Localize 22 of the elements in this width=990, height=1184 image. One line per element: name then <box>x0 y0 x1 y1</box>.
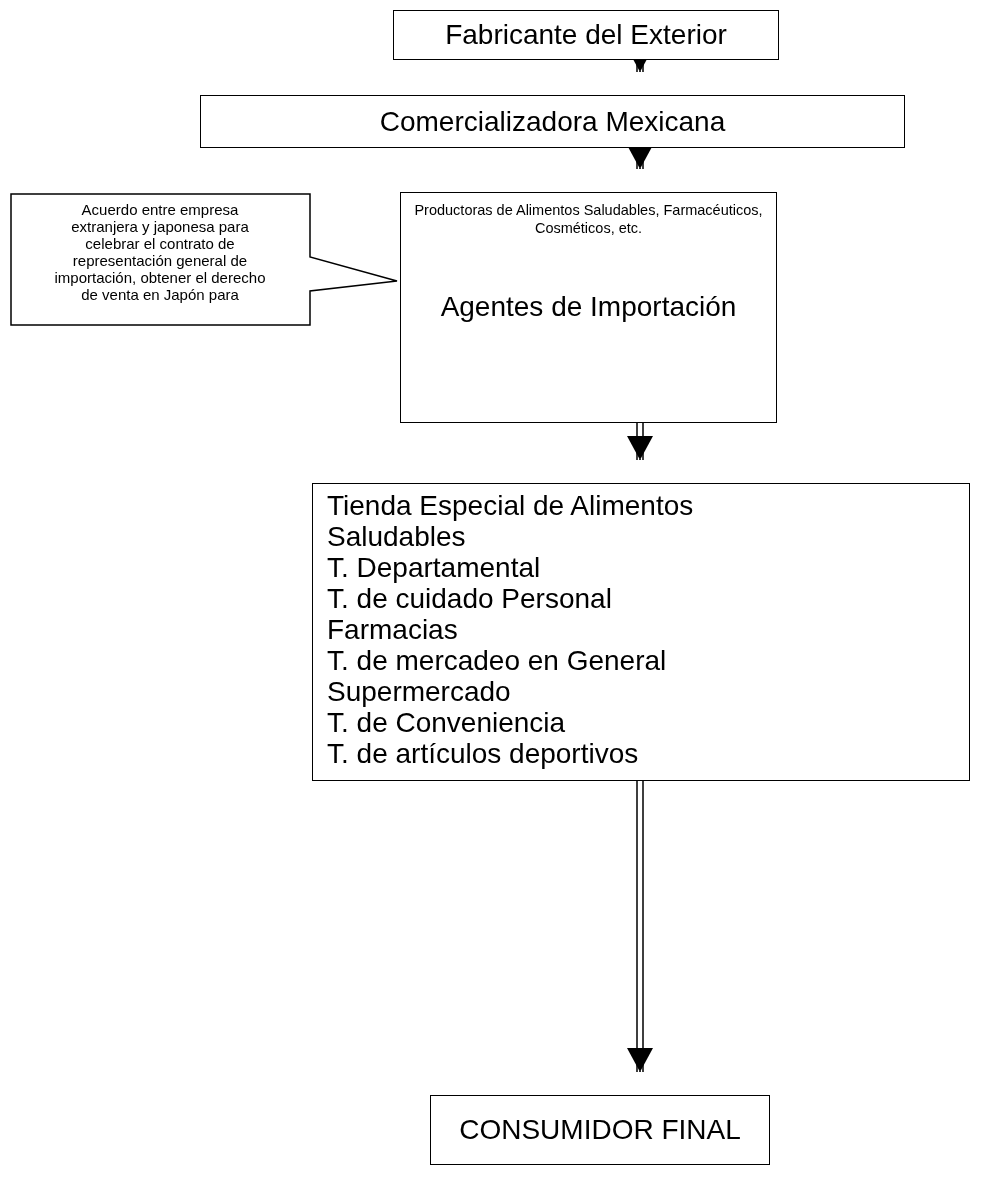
double-arrow <box>627 422 653 461</box>
list-item: Tienda Especial de Alimentos Saludables <box>327 490 695 552</box>
list-item: T. de mercadeo en General <box>327 645 668 676</box>
box-title: Fabricante del Exterior <box>445 19 727 51</box>
list-item: Supermercado <box>327 676 512 707</box>
process-box <box>400 192 777 423</box>
box-title: Comercializadora Mexicana <box>379 105 726 138</box>
process-box <box>393 10 779 60</box>
process-box <box>430 1095 770 1165</box>
callout-text: Acuerdo entre empresa extranjera y japonesa para celebrar el contrato de representación general de importación, obtener el derecho de venta en Japón para <box>53 201 267 303</box>
box-title: Agentes de Importación <box>439 291 738 323</box>
box-subtitle: Productoras de Alimentos Saludables, Farmacéuticos, Cosméticos, etc. <box>413 201 764 237</box>
box-title: CONSUMIDOR FINAL <box>459 1114 741 1146</box>
process-box <box>200 95 905 148</box>
list-item: T. de artículos deportivos <box>327 738 640 769</box>
double-arrow <box>627 780 653 1073</box>
list-item: T. de cuidado Personal <box>327 583 613 614</box>
list-item: T. Departamental <box>327 552 542 583</box>
process-box <box>312 483 970 781</box>
callout-bubble <box>10 193 400 326</box>
list-item: Farmacias <box>327 614 459 645</box>
list-item: T. de Conveniencia <box>327 707 567 738</box>
